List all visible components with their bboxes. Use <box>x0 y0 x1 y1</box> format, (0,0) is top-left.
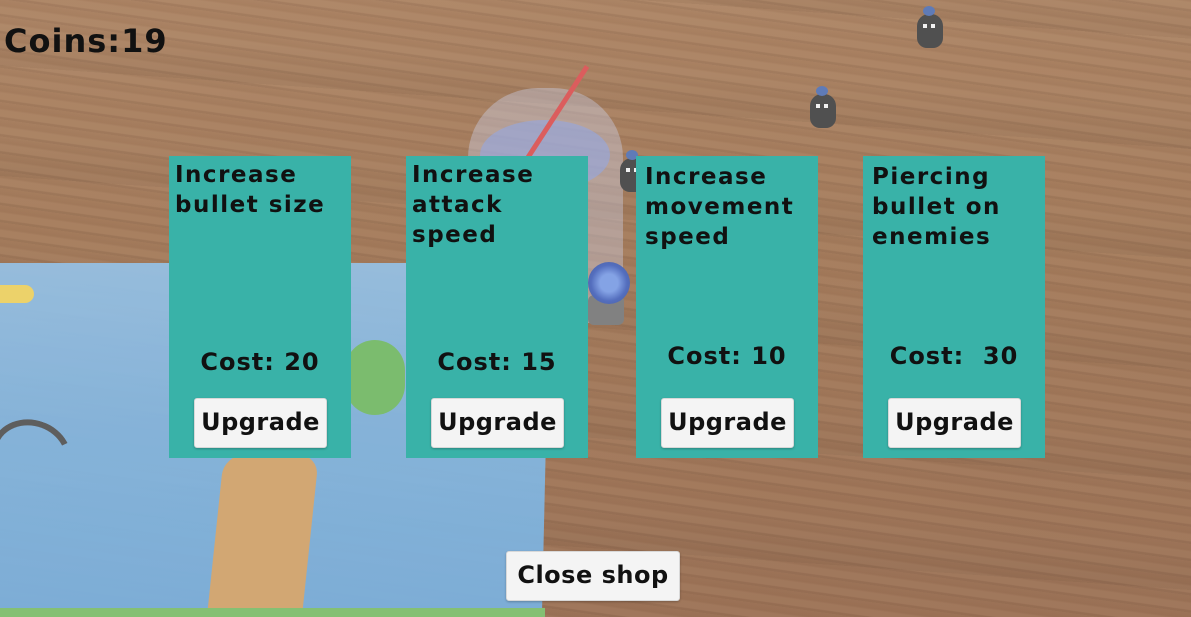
upgrade-button[interactable]: Upgrade <box>888 398 1021 448</box>
upgrade-cost: Cost: 20 <box>200 348 320 376</box>
painted-sun <box>0 285 34 303</box>
enemy-ink-blob <box>810 86 836 128</box>
painted-tree-leaves <box>345 340 405 415</box>
upgrade-card-movement-speed: Increase movement speed Cost: 10 Upgrade <box>636 156 818 458</box>
close-shop-button[interactable]: Close shop <box>506 551 680 601</box>
upgrade-title: Increase movement speed <box>645 164 795 250</box>
upgrade-cost: Cost: 30 <box>889 342 1019 370</box>
upgrade-title: Increase attack speed <box>412 162 535 248</box>
upgrade-button[interactable]: Upgrade <box>661 398 794 448</box>
upgrade-card-piercing-bullet: Piercing bullet on enemies Cost: 30 Upgr… <box>863 156 1045 458</box>
upgrade-cost: Cost: 15 <box>437 348 557 376</box>
enemy-ink-blob <box>917 6 943 48</box>
coins-counter: Coins:19 <box>4 22 168 60</box>
upgrade-title: Increase bullet size <box>175 162 326 218</box>
upgrade-button[interactable]: Upgrade <box>431 398 564 448</box>
upgrade-button[interactable]: Upgrade <box>194 398 327 448</box>
upgrade-card-attack-speed: Increase attack speed Cost: 15 Upgrade <box>406 156 588 458</box>
upgrade-card-bullet-size: Increase bullet size Cost: 20 Upgrade <box>169 156 351 458</box>
upgrade-title: Piercing bullet on enemies <box>872 164 1001 250</box>
painted-ground <box>0 608 545 617</box>
player-character <box>588 262 630 304</box>
upgrade-cost: Cost: 10 <box>667 342 787 370</box>
